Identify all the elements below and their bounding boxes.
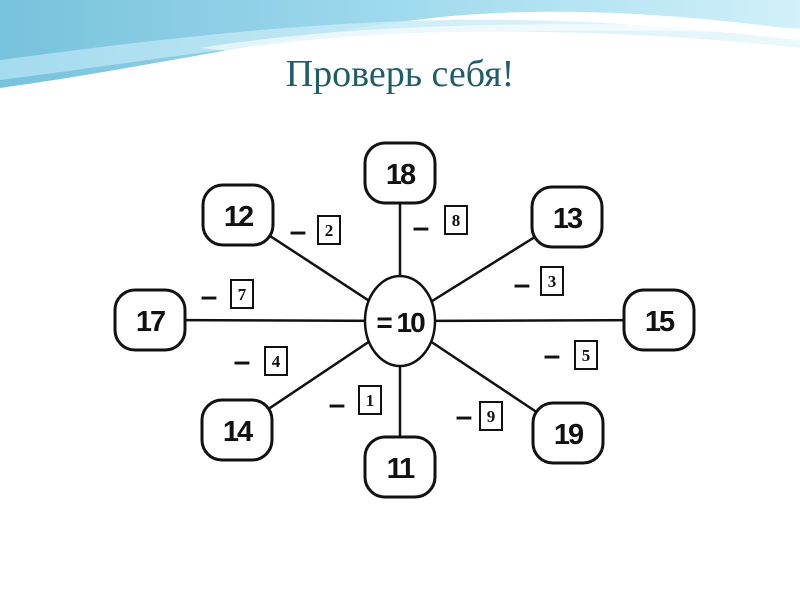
answer-label: 8 <box>452 211 461 230</box>
number-label: 15 <box>645 306 675 338</box>
number-box-12 <box>201 183 275 247</box>
operation-labels: –8–2–3–7–5–4–1–9 <box>201 205 598 433</box>
number-label: 12 <box>224 201 253 233</box>
spoke-line-17 <box>149 318 401 323</box>
answer-label: 9 <box>487 407 496 426</box>
number-box-11 <box>363 435 437 499</box>
number-label: 19 <box>554 419 584 451</box>
minus-sign: – <box>290 215 306 248</box>
answer-box-4 <box>264 346 288 376</box>
answer-box-2 <box>317 215 341 245</box>
number-box-18 <box>363 141 437 205</box>
minus-sign: – <box>201 280 217 313</box>
minus-sign: – <box>329 388 345 421</box>
answer-label: 3 <box>548 272 557 291</box>
answer-box-5 <box>574 340 598 370</box>
number-box-14 <box>200 398 274 462</box>
answer-box-9 <box>479 401 503 431</box>
center-oval <box>363 274 437 368</box>
answer-box-8 <box>444 205 468 235</box>
answer-label: 5 <box>582 346 591 365</box>
decorative-wave-header <box>0 0 800 88</box>
center-label: = 10 <box>376 307 425 338</box>
answer-box-3 <box>540 266 564 296</box>
answer-box-1 <box>358 385 382 415</box>
answer-label: 2 <box>325 221 334 240</box>
minus-sign: – <box>514 268 530 301</box>
number-label: 11 <box>387 453 416 485</box>
spoke-line-15 <box>399 318 660 323</box>
answer-label: 7 <box>238 285 247 304</box>
minus-sign: – <box>234 345 250 378</box>
minus-sign: – <box>456 400 472 433</box>
answer-label: 4 <box>272 352 281 371</box>
answer-label: 1 <box>366 391 375 410</box>
number-label: 17 <box>136 306 165 338</box>
answer-box-7 <box>230 279 254 309</box>
number-label: 14 <box>223 416 253 448</box>
number-box-15 <box>622 288 696 352</box>
slide-title: Проверь себя! <box>285 53 515 95</box>
number-box-17 <box>113 288 187 352</box>
number-label: 13 <box>553 203 583 235</box>
number-label: 18 <box>386 159 416 191</box>
number-box-19 <box>531 401 605 465</box>
number-box-13 <box>530 185 604 249</box>
minus-sign: – <box>544 339 560 372</box>
minus-sign: – <box>413 211 429 244</box>
